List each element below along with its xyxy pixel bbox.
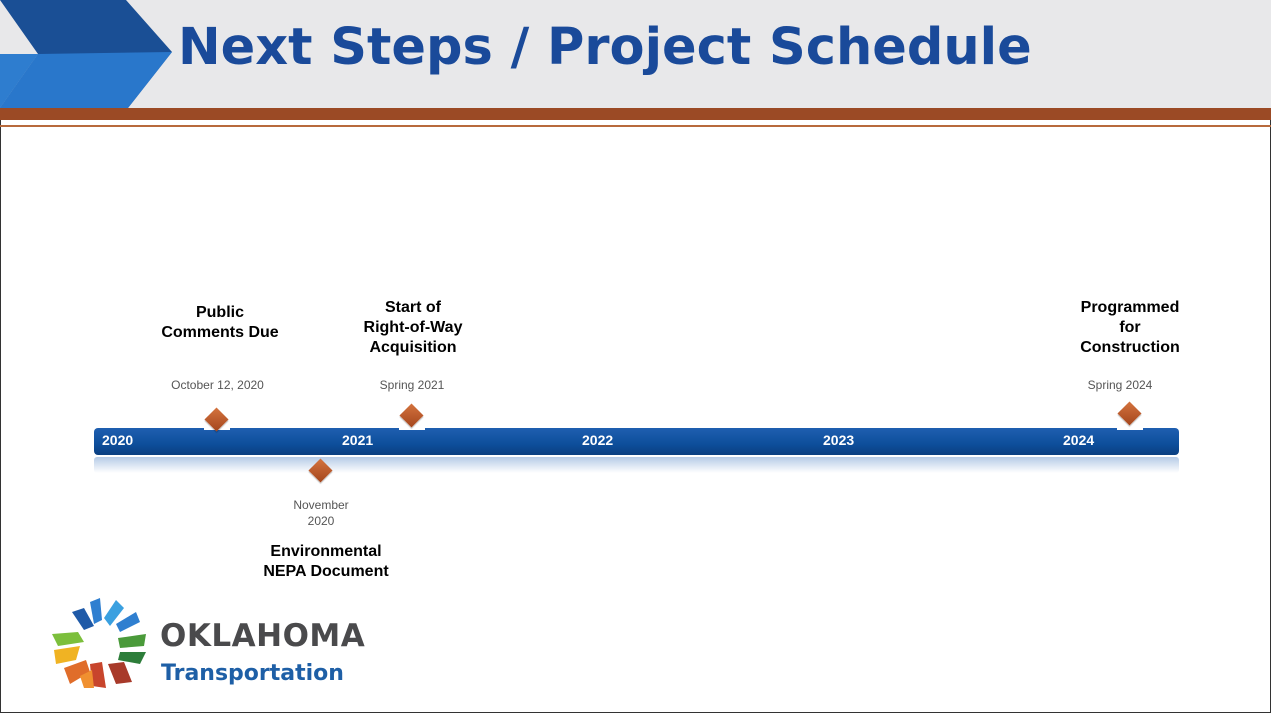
header-rule	[0, 108, 1271, 120]
timeline-bar	[94, 428, 1179, 455]
milestone-label: Start of Right-of-Way Acquisition	[338, 298, 488, 358]
milestone-label: Programmed for Construction	[1055, 298, 1205, 358]
milestone-date-line: November	[293, 498, 349, 512]
milestone-label-line: Acquisition	[369, 339, 457, 356]
milestone-label: Environmental NEPA Document	[246, 542, 406, 582]
milestone-date: Spring 2021	[379, 378, 445, 392]
milestone-label-line: Construction	[1080, 339, 1180, 356]
timeline-year-label: 2021	[342, 432, 374, 448]
milestone-label-line: Environmental	[270, 543, 382, 560]
timeline-bar-reflection	[94, 457, 1179, 473]
milestone-tick	[399, 426, 425, 430]
header-rule-thin	[0, 125, 1271, 127]
milestone-label: Public Comments Due	[145, 303, 295, 343]
milestone-label-line: NEPA Document	[263, 563, 389, 580]
page-title: Next Steps / Project Schedule	[178, 18, 1032, 77]
logo-subtitle: Transportation	[161, 661, 344, 686]
milestone-date: October 12, 2020	[171, 378, 264, 392]
oklahoma-star-logo-icon	[52, 598, 146, 688]
milestone-label-line: Programmed	[1080, 299, 1180, 316]
timeline-year-label: 2024	[1063, 432, 1095, 448]
milestone-label-line: Start of	[385, 299, 441, 316]
milestone-date: November 2020	[271, 497, 371, 529]
logo-wordmark: OKLAHOMA	[160, 618, 366, 654]
slide-header	[0, 0, 1271, 108]
milestone-tick	[1117, 426, 1143, 430]
milestone-date: Spring 2024	[1087, 378, 1153, 392]
timeline-year-label: 2020	[102, 432, 134, 448]
milestone-label-line: Right-of-Way	[363, 319, 463, 336]
timeline-year-label: 2022	[582, 432, 614, 448]
milestone-label-line: Public	[195, 304, 244, 321]
milestone-label-line: for	[1119, 319, 1141, 336]
timeline-year-label: 2023	[823, 432, 855, 448]
header-chevron-graphic	[0, 0, 172, 108]
milestone-label-line: Comments Due	[161, 324, 279, 341]
milestone-date-line: 2020	[307, 514, 335, 528]
